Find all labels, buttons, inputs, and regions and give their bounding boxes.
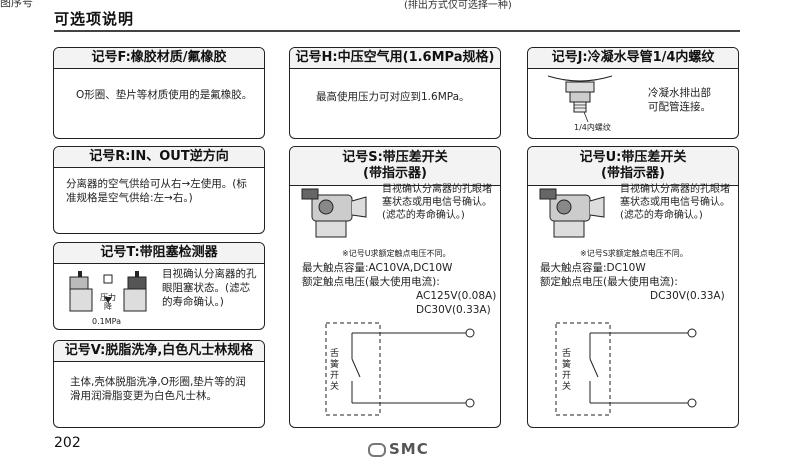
drain-fitting-icon — [547, 75, 613, 123]
option-v-title: 记号V:脱脂洗净,白色凡士林规格 — [54, 341, 264, 362]
reed-switch-label-u: 舌簧开关 — [562, 349, 572, 392]
option-u-title-line1: 记号U:带压差开关 — [579, 150, 687, 165]
reed-switch-label-s: 舌簧开关 — [330, 349, 340, 392]
cut-header-text: 图序号 — [0, 0, 33, 9]
pressure-switch-icon — [539, 188, 605, 238]
option-u-title: 记号U:带压差开关 (带指示器) — [528, 147, 738, 186]
option-j-title: 记号J:冷凝水导管1/4内螺纹 — [528, 48, 738, 69]
reed-switch-diagram — [325, 322, 475, 416]
option-card-u: 记号U:带压差开关 (带指示器) 目视确认分离器的孔眼堵塞状态或用电信号确认。(… — [527, 146, 739, 428]
option-v-description: 主体,壳体脱脂洗净,O形圈,垫片等的润滑用润滑脂变更为白色凡士林。 — [70, 376, 246, 402]
option-u-spec-dc: DC30V(0.33A) — [650, 290, 725, 302]
option-h-description: 最高使用压力可对应到1.6MPa。 — [316, 91, 470, 103]
option-u-spec-capacity: 最大触点容量:DC10W — [540, 262, 646, 274]
reed-switch-diagram — [555, 322, 697, 416]
option-s-spec-capacity: 最大触点容量:AC10VA,DC10W — [302, 262, 453, 274]
page-number: 202 — [54, 435, 81, 451]
option-u-spec-voltage-label: 额定触点电压(最大使用电流): — [540, 276, 678, 288]
option-card-r: 记号R:IN、OUT逆方向 分离器的空气供给可从右→左使用。(标准规格是空气供给… — [53, 146, 265, 234]
option-j-description: 冷凝水排出部可配管连接。 — [648, 87, 711, 113]
option-s-spec-dc: DC30V(0.33A) — [416, 304, 491, 316]
option-u-title-line2: (带指示器) — [601, 166, 665, 181]
pressure-drop-label: 压力降 — [100, 293, 116, 311]
option-card-s: 记号S:带压差开关 (带指示器) 目视确认分离器的孔眼堵塞状态或用电信号确认。(… — [289, 146, 501, 428]
option-card-f: 记号F:橡胶材质/氟橡胶 O形圈、垫片等材质使用的是氟橡胶。 — [53, 47, 265, 139]
option-s-spec-ac: AC125V(0.08A) — [416, 290, 497, 302]
option-r-description: 分离器的空气供给可从右→左使用。(标准规格是空气供给:左→右。) — [66, 178, 247, 204]
section-divider — [54, 30, 740, 32]
option-s-note: ※记号U求额定触点电压不同。 — [342, 249, 451, 258]
option-s-title-line2: (带指示器) — [363, 166, 427, 181]
option-s-description: 目视确认分离器的孔眼堵塞状态或用电信号确认。(滤芯的寿命确认。) — [382, 184, 492, 221]
option-s-spec-voltage-label: 额定触点电压(最大使用电流): — [302, 276, 440, 288]
option-f-title: 记号F:橡胶材质/氟橡胶 — [54, 48, 264, 69]
option-u-note: ※记号S求额定触点电压不同。 — [580, 249, 688, 258]
pressure-switch-icon — [301, 188, 367, 238]
option-card-v: 记号V:脱脂洗净,白色凡士林规格 主体,壳体脱脂洗净,O形圈,垫片等的润滑用润滑… — [53, 340, 265, 428]
option-f-description: O形圈、垫片等材质使用的是氟橡胶。 — [76, 89, 253, 101]
smc-logo: SMC — [368, 440, 429, 458]
option-s-title-line1: 记号S:带压差开关 — [342, 150, 448, 165]
option-card-j: 记号J:冷凝水导管1/4内螺纹 1/4内螺纹 冷凝水排出部可配管连接。 — [527, 47, 739, 139]
clog-detector-icon — [69, 271, 147, 312]
option-s-title: 记号S:带压差开关 (带指示器) — [290, 147, 500, 186]
smc-logo-text: SMC — [389, 440, 429, 458]
smc-logo-mark-icon — [368, 442, 386, 457]
drain-selection-note: (排出方式仅可选择一种) — [404, 0, 512, 11]
option-t-description: 目视确认分离器的孔眼阻塞状态。(滤芯的寿命确认。) — [162, 268, 257, 308]
thread-label: 1/4内螺纹 — [574, 123, 611, 132]
option-h-title: 记号H:中压空气用(1.6MPa规格) — [290, 48, 500, 69]
option-t-title: 记号T:带阻塞检测器 — [54, 243, 264, 264]
option-u-description: 目视确认分离器的孔眼堵塞状态或用电信号确认。(滤芯的寿命确认。) — [620, 184, 730, 221]
option-card-h: 记号H:中压空气用(1.6MPa规格) 最高使用压力可对应到1.6MPa。 — [289, 47, 501, 139]
pressure-value-label: 0.1MPa — [92, 317, 121, 326]
option-card-t: 记号T:带阻塞检测器 压力降 0.1MPa 目视确认分离器的孔眼阻塞状态。(滤芯… — [53, 242, 265, 330]
section-title: 可选项说明 — [54, 10, 135, 28]
option-r-title: 记号R:IN、OUT逆方向 — [54, 147, 264, 168]
